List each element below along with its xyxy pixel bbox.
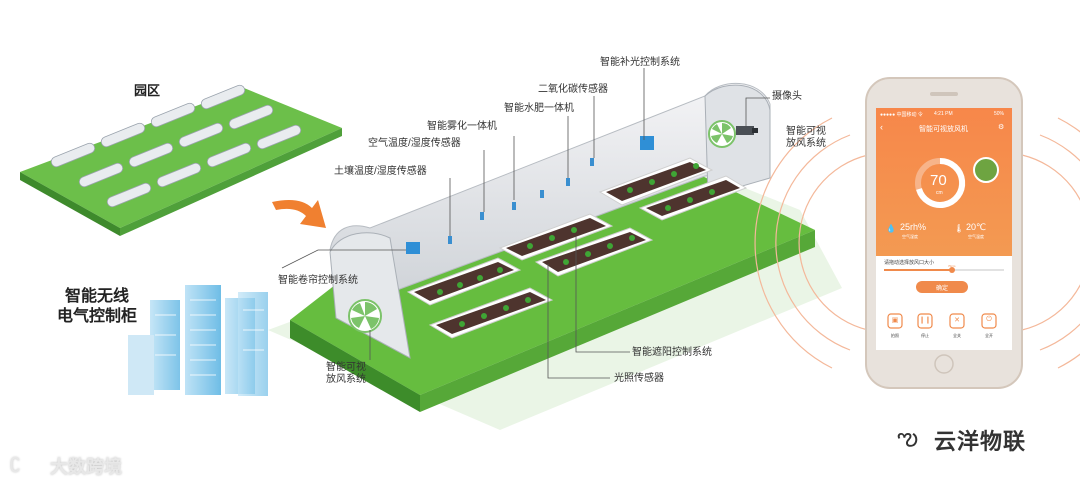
flow-arrow [272,200,326,228]
droplet-icon: 💧 [886,224,896,233]
greenhouse-illustration [268,83,842,430]
pause-icon[interactable]: ❙❙ [919,317,931,324]
wechat-icon: ఌ [897,424,919,451]
park-illustration [20,84,342,236]
cabinet-title-line2: 电气控制柜 [56,308,137,325]
thermometer-icon: 🌡 [954,224,965,233]
power-icon[interactable]: ⏻ [986,316,992,323]
label-shade-system: 智能遮阳控制系统 [632,347,712,358]
cabinet-buildings [128,285,268,396]
label-water-fertilizer: 智能水肥一体机 [504,103,574,114]
cabinet-title-line1: 智能无线 [64,288,129,305]
phone-battery: 50% [994,111,1005,117]
label-light-sensor: 光照传感器 [614,373,664,384]
close-icon[interactable]: ✕ [954,317,960,324]
humidity-label: 空气湿度 [902,234,918,239]
label-co2-sensor: 二氧化碳传感器 [538,84,608,95]
action-label: 停止 [921,333,929,338]
action-label: 全开 [985,333,993,338]
action-label: 拍照 [891,333,899,338]
watermark-logo-icon: ʗ [10,451,20,473]
park-title: 园区 [134,83,161,98]
phone-app-title: 智能可视放风机 [919,126,968,133]
label-air-sensor: 空气温度/湿度传感器 [368,138,461,149]
temperature-value: 20℃ [966,222,987,232]
slider-value: 70cm [948,264,956,268]
back-chevron-icon[interactable]: ‹ [880,122,883,132]
gauge-unit: cm [936,190,943,196]
label-vent-left: 智能可视放风系统 [326,362,366,385]
watermark-text: 大数跨境 [50,457,122,477]
temperature-label: 空气温度 [968,234,984,239]
action-label: 全关 [953,333,961,338]
label-curtain-system: 智能卷帘控制系统 [278,275,358,286]
phone-time: 4:21 PM [934,111,953,117]
label-soil-sensor: 土壤温度/湿度传感器 [334,166,427,177]
brand-name: 云洋物联 [934,429,1027,454]
phone-carrier: ●●●●● 中国移动 令 [880,112,923,118]
gauge-value: 70 [930,172,947,189]
label-fill-light: 智能补光控制系统 [600,57,680,68]
slider-label: 请拖动选择放风口大小 [884,260,935,266]
settings-gear-icon[interactable]: ⚙ [998,124,1005,131]
signal-arcs [754,117,1080,369]
phone-illustration [865,77,1023,389]
label-vent-right: 智能可视放风系统 [786,126,826,149]
label-mist-machine: 智能雾化一体机 [427,121,497,132]
confirm-button[interactable]: 确定 [935,286,948,292]
cabinet-title: 智能无线 电气控制柜 [52,287,142,327]
leader-lines [281,68,770,379]
humidity-value: 25rh% [900,222,927,232]
label-camera: 摄像头 [772,91,802,102]
camera-icon[interactable]: ▣ [891,317,899,324]
